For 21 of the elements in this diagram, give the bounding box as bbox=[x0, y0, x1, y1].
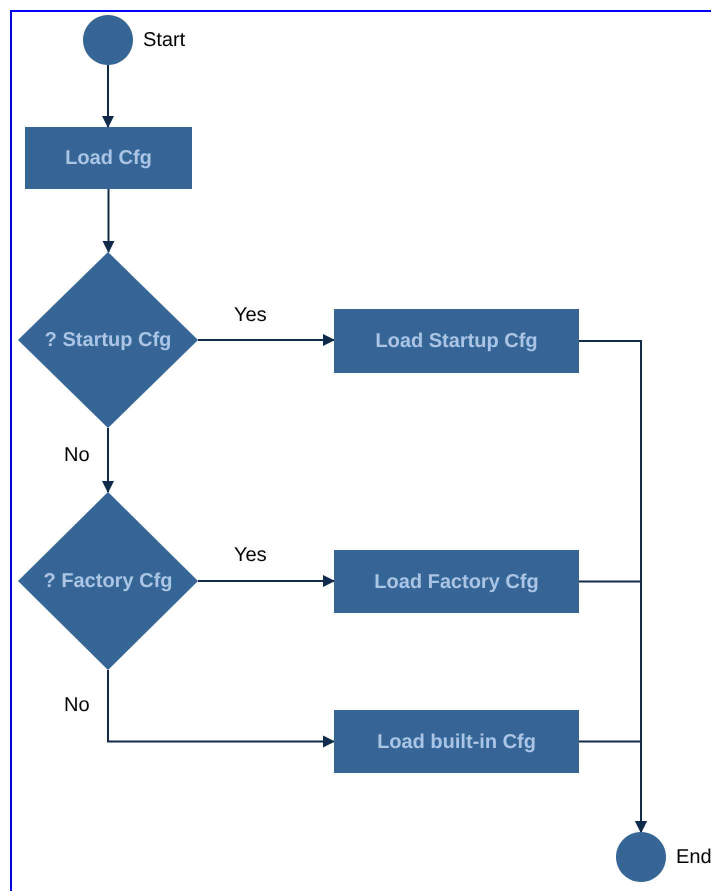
process-box bbox=[334, 710, 579, 773]
terminal-label: End bbox=[676, 845, 711, 869]
node-label: Load Startup Cfg bbox=[375, 329, 538, 354]
node-label: Load Cfg bbox=[65, 146, 152, 171]
arrow bbox=[107, 670, 335, 748]
node-label: Load built-in Cfg bbox=[377, 730, 536, 754]
arrow bbox=[198, 334, 335, 346]
arrow bbox=[579, 740, 647, 833]
node-label: ? Factory Cfg bbox=[44, 569, 172, 594]
node-label: Load Factory Cfg bbox=[374, 570, 539, 594]
arrow bbox=[102, 428, 114, 493]
terminal-label: Start bbox=[143, 28, 186, 52]
process-box bbox=[25, 127, 192, 189]
decision-diamond bbox=[18, 492, 198, 670]
decision-diamond bbox=[18, 252, 198, 428]
process-box bbox=[334, 550, 579, 613]
arrow bbox=[102, 65, 114, 128]
process-box bbox=[334, 309, 579, 373]
node-label: ? Startup Cfg bbox=[44, 328, 172, 353]
arrow bbox=[198, 575, 335, 587]
arrow bbox=[102, 189, 114, 253]
